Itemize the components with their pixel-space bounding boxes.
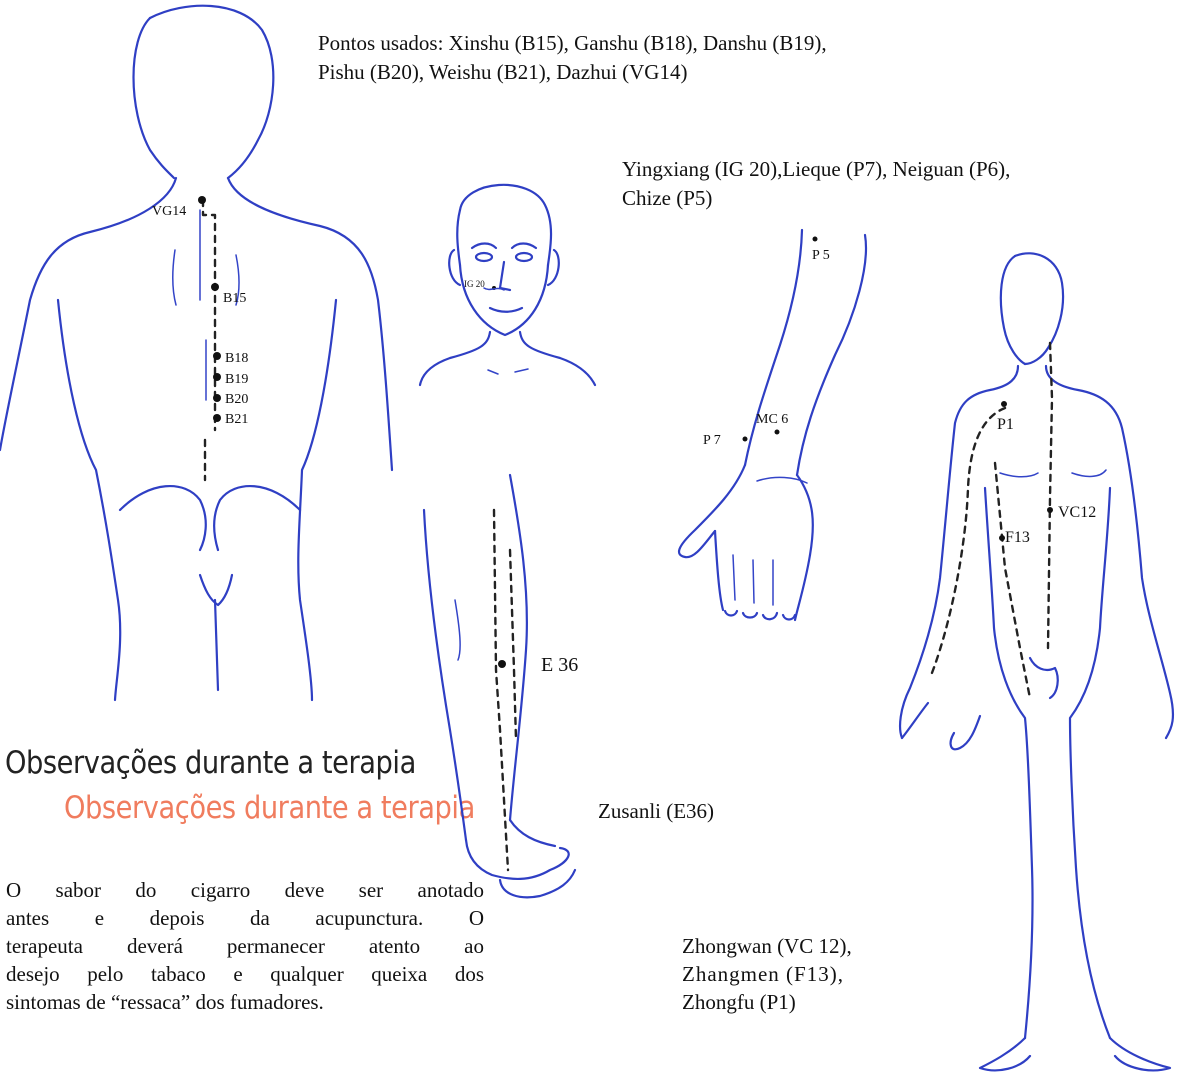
point-p5 xyxy=(813,237,818,242)
body-points-line-2: Zhangmen (F13), xyxy=(682,962,844,986)
label-mc6: MC 6 xyxy=(756,412,788,427)
point-e36 xyxy=(498,660,506,668)
point-vg14 xyxy=(198,196,206,204)
label-p7: P 7 xyxy=(703,433,721,448)
point-b21 xyxy=(213,414,221,422)
zusanli-caption: Zusanli (E36) xyxy=(598,797,714,826)
back-figure: VG14 B15 B18 B19 B20 B21 xyxy=(0,0,430,700)
paragraph-line-4: desejo pelo tabaco e qualquer queixa dos xyxy=(6,960,484,988)
label-vg14: VG14 xyxy=(152,204,186,219)
leg-figure: E 36 xyxy=(410,470,610,930)
label-p5: P 5 xyxy=(812,248,830,263)
point-b19 xyxy=(213,373,221,381)
label-f13: F13 xyxy=(1005,529,1030,546)
point-p7 xyxy=(743,437,748,442)
face-arm-caption: Yingxiang (IG 20),Lieque (P7), Neiguan (… xyxy=(622,155,1010,213)
point-vc12 xyxy=(1047,507,1053,513)
label-p1: P1 xyxy=(997,416,1014,433)
label-b19: B19 xyxy=(225,372,248,387)
body-points-line-1: Zhongwan (VC 12), xyxy=(682,934,852,958)
point-p1 xyxy=(1001,401,1007,407)
label-ig20: IG 20 xyxy=(464,279,485,289)
therapy-observations-heading: Observações durante a terapia xyxy=(5,745,416,781)
label-b21: B21 xyxy=(225,412,248,427)
label-b18: B18 xyxy=(225,351,248,366)
label-b20: B20 xyxy=(225,392,248,407)
arm-figure: P 5 MC 6 P 7 xyxy=(665,225,885,625)
paragraph-line-3: terapeuta deverá permanecer atento ao xyxy=(6,932,484,960)
face-arm-line-2: Chize (P5) xyxy=(622,186,712,210)
face-figure: IG 20 xyxy=(420,170,600,390)
point-b18 xyxy=(213,352,221,360)
point-b15 xyxy=(211,283,219,291)
face-arm-line-1: Yingxiang (IG 20),Lieque (P7), Neiguan (… xyxy=(622,157,1010,181)
label-e36: E 36 xyxy=(541,654,578,676)
body-points-line-3: Zhongfu (P1) xyxy=(682,990,796,1014)
label-b15: B15 xyxy=(223,291,246,306)
body-figure: P1 VC12 F13 xyxy=(880,248,1180,1078)
label-vc12: VC12 xyxy=(1058,504,1096,521)
paragraph-line-5: sintomas de “ressaca” dos fumadores. xyxy=(6,990,324,1014)
point-mc6 xyxy=(775,430,780,435)
point-b20 xyxy=(213,394,221,402)
